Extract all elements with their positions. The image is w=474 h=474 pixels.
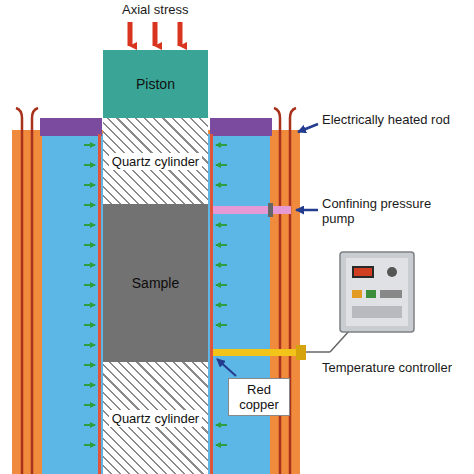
piston: Piston bbox=[103, 50, 208, 118]
thermocouple-plug bbox=[296, 345, 306, 360]
node-text: Sample bbox=[132, 276, 179, 291]
thermocouple-tube bbox=[213, 349, 297, 356]
copper-leader bbox=[217, 359, 236, 376]
heated-rod-label: Electrically heated rod bbox=[322, 112, 450, 127]
controller-label: Temperature controller bbox=[322, 360, 452, 375]
node-text: Piston bbox=[136, 77, 175, 92]
pump-leader bbox=[296, 209, 318, 212]
axial-stress-arrows bbox=[130, 22, 180, 46]
controller-wire bbox=[306, 351, 330, 353]
cap-left bbox=[40, 118, 102, 136]
temperature-controller-device bbox=[340, 252, 414, 332]
red-copper-callout: Red copper bbox=[228, 378, 290, 416]
quartz-cylinder: Quartz cylinder bbox=[103, 362, 208, 474]
quartz-cylinder: Quartz cylinder bbox=[103, 118, 208, 204]
copper-sleeve-left bbox=[98, 134, 101, 474]
node-text: Quartz cylinder bbox=[109, 410, 202, 427]
node-text: Quartz cylinder bbox=[109, 153, 202, 170]
copper-sleeve-right bbox=[210, 134, 213, 474]
controller-wire bbox=[330, 330, 350, 352]
pump-pipe bbox=[213, 206, 291, 214]
node-text: Red copper bbox=[233, 382, 285, 412]
valve bbox=[268, 203, 273, 217]
sample: Sample bbox=[103, 204, 208, 362]
heating-rods bbox=[16, 108, 296, 474]
cap-right bbox=[210, 118, 272, 136]
pump-label: Confining pressure pump bbox=[322, 196, 454, 226]
rod-leader bbox=[298, 124, 318, 132]
axial-stress-label: Axial stress bbox=[122, 2, 188, 17]
